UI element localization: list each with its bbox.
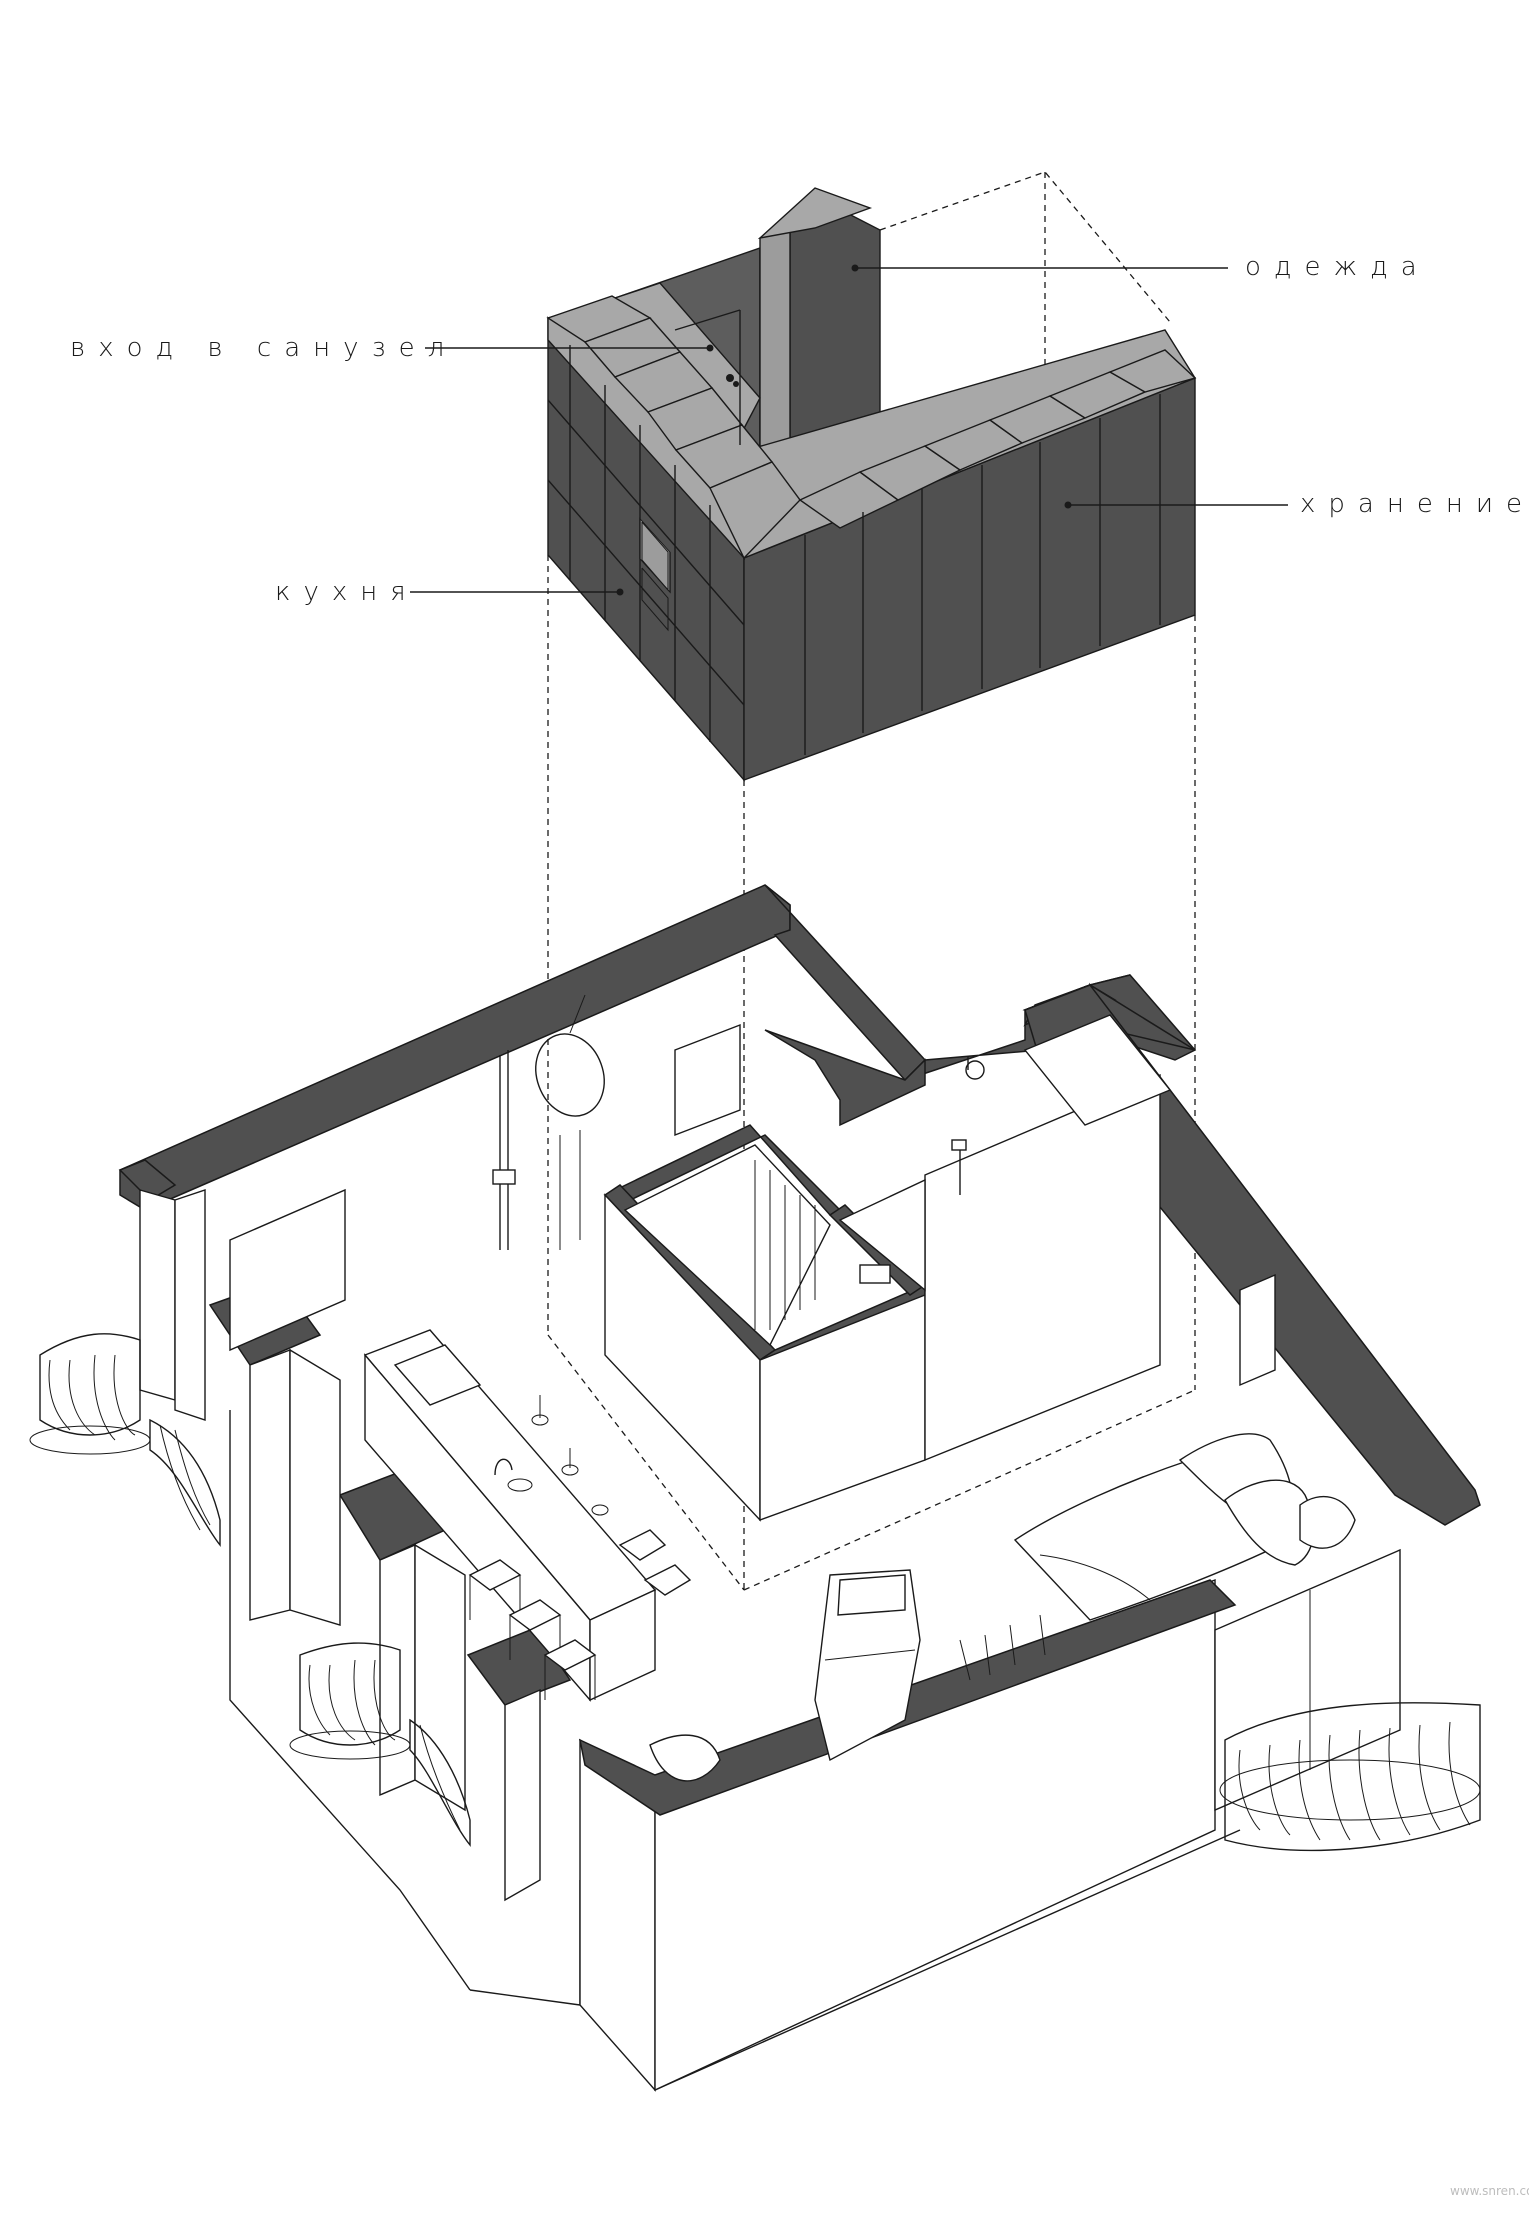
- leader-dot-bathroom-entrance: [706, 344, 714, 352]
- leader-dot-storage: [1064, 501, 1072, 509]
- labels: вход в санузел одежда хранение кухня: [70, 252, 1529, 607]
- leader-dot-kitchen: [616, 588, 624, 596]
- bathroom-face-south: [759, 1293, 926, 1521]
- balcony-left: [29, 1333, 221, 1547]
- label-storage: хранение: [1300, 489, 1529, 519]
- bed: [959, 1433, 1315, 1681]
- label-bathroom-entrance: вход в санузел: [70, 333, 457, 363]
- wall-decor: [229, 994, 1276, 1387]
- chaise: [814, 1569, 921, 1762]
- exterior-wall-face-front: [654, 1578, 1216, 2092]
- bathroom-face-east: [924, 1073, 1161, 1462]
- leader-dot-clothes: [851, 264, 859, 272]
- apartment-plan: [29, 884, 1481, 2092]
- cushion: [649, 1734, 721, 1782]
- watermark: www.snren.com: [1450, 2184, 1529, 2198]
- label-kitchen: кухня: [275, 577, 419, 607]
- armchair: [1299, 1495, 1356, 1549]
- balcony-right: [1219, 1702, 1481, 1852]
- label-clothes: одежда: [1245, 252, 1430, 282]
- cabinet-module: [546, 171, 1197, 782]
- balcony-middle: [289, 1642, 471, 1847]
- stools: [468, 1529, 692, 1700]
